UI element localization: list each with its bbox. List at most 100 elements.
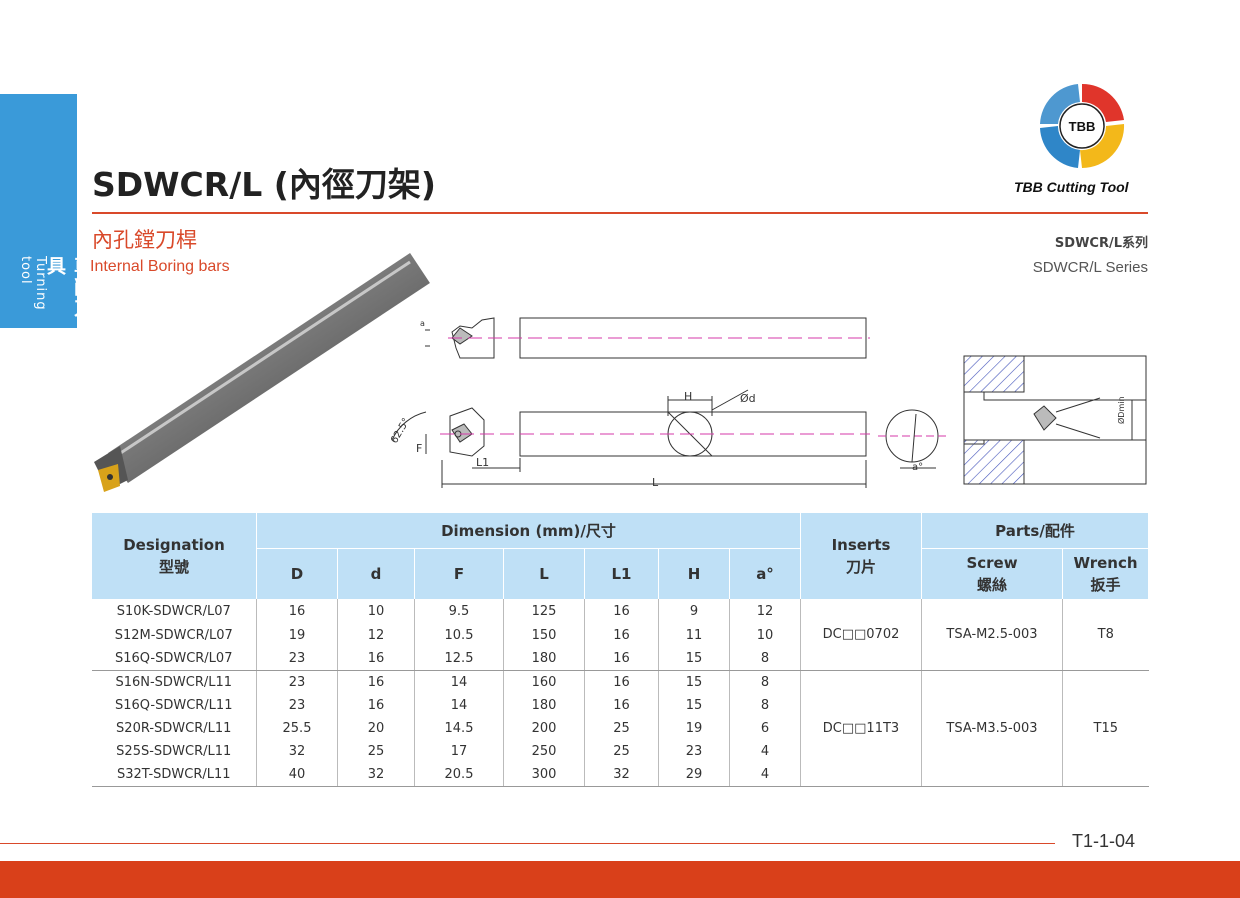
cell-insert: DC□□0702 [800, 599, 922, 671]
cell-L: 180 [503, 694, 585, 717]
logo-mark: TBB [1069, 119, 1096, 134]
cell-a: 4 [729, 763, 801, 787]
cell-d: 16 [337, 694, 415, 717]
col-wrench-label-zh: 扳手 [1090, 576, 1121, 594]
cell-L1: 32 [584, 763, 659, 787]
col-screw-label: Screw [966, 554, 1018, 572]
cell-designation: S16Q-SDWCR/L11 [115, 698, 233, 713]
table-row: S16Q-SDWCR/L07 23 16 12.5 180 16 15 8 [91, 647, 1149, 671]
tool-drawings: a H Ød F L1 L 62.5° a° [94, 252, 1147, 492]
series-label-en: SDWCR/L Series [1032, 259, 1148, 276]
col-wrench-label: Wrench [1073, 554, 1138, 572]
spec-table: Designation 型號 Dimension (mm)/尺寸 Inserts… [91, 513, 1149, 787]
footer-bar [0, 861, 1240, 898]
col-screw-label-zh: 螺絲 [976, 576, 1007, 594]
tbb-logo-icon: TBB [1040, 83, 1125, 169]
cell-F: 12.5 [414, 647, 504, 671]
cell-designation: S12M-SDWCR/L07 [114, 628, 233, 643]
cell-L: 300 [503, 763, 585, 787]
cell-designation: S10K-SDWCR/L07 [116, 604, 231, 619]
cell-L: 150 [503, 624, 585, 647]
cell-F: 14 [414, 670, 504, 694]
cell-insert: DC□□11T3 [800, 670, 922, 787]
cell-L: 160 [503, 670, 585, 694]
cell-designation: S32T-SDWCR/L11 [91, 763, 257, 787]
col-H: H [658, 548, 730, 599]
cell-L1: 16 [584, 624, 659, 647]
cell-H: 19 [658, 717, 730, 740]
side-tab-label-zh: 車削刀具 [44, 256, 93, 319]
table-row: S12M-SDWCR/L07 19 12 10.5 150 16 11 10 [92, 624, 1149, 647]
end-view-drawing: a° [878, 409, 946, 473]
cell-L: 250 [503, 740, 585, 763]
cell-wrench: T15 [1062, 670, 1149, 787]
top-view-drawing: a [420, 317, 870, 359]
cell-d: 25 [337, 740, 415, 763]
cell-screw: TSA-M2.5-003 [921, 599, 1063, 671]
col-designation: Designation 型號 [91, 513, 257, 599]
cell-D: 23 [256, 647, 338, 671]
cell-H: 11 [658, 624, 730, 647]
cell-L1: 16 [584, 599, 659, 624]
cell-L: 125 [503, 599, 585, 624]
table-row: S32T-SDWCR/L11 40 32 20.5 300 32 29 4 [91, 763, 1149, 787]
col-L: L [503, 548, 585, 599]
cell-designation: S25S-SDWCR/L11 [116, 744, 232, 759]
col-inserts-label-zh: 刀片 [845, 558, 876, 576]
cell-H: 23 [658, 740, 730, 763]
col-wrench: Wrench 扳手 [1062, 548, 1149, 599]
label-d: Ød [740, 392, 756, 405]
cell-L1: 25 [584, 717, 659, 740]
cell-D: 16 [256, 599, 338, 624]
cell-H: 15 [658, 670, 730, 694]
cell-D: 40 [256, 763, 338, 787]
label-a: a° [912, 462, 923, 473]
logo-caption: TBB Cutting Tool [1014, 179, 1129, 195]
table-row: S10K-SDWCR/L07 16 10 9.5 125 16 9 12 DC□… [92, 599, 1149, 671]
cell-a: 10 [729, 624, 801, 647]
cell-F: 10.5 [414, 624, 504, 647]
cell-designation: S20R-SDWCR/L11 [116, 721, 232, 736]
cell-a: 8 [729, 670, 801, 694]
col-d: d [337, 548, 415, 599]
label-a-small: a [420, 319, 425, 328]
cell-a: 6 [729, 717, 801, 740]
label-H: H [684, 390, 692, 403]
cell-H: 29 [658, 763, 730, 787]
cell-a: 4 [729, 740, 801, 763]
table-row: S25S-SDWCR/L11 32 25 17 250 25 23 4 [92, 740, 1149, 763]
cell-L: 180 [503, 647, 585, 671]
table-row: S20R-SDWCR/L11 25.5 20 14.5 200 25 19 6 [92, 717, 1149, 740]
cell-d: 16 [337, 647, 415, 671]
col-inserts-label: Inserts [831, 536, 891, 554]
cell-d: 10 [337, 599, 415, 624]
page-title: SDWCR/L (內徑刀架) [92, 165, 436, 204]
col-designation-label-zh: 型號 [158, 558, 189, 576]
cell-F: 9.5 [414, 599, 504, 624]
col-screw: Screw 螺絲 [921, 548, 1063, 599]
cell-D: 23 [256, 694, 338, 717]
cell-D: 19 [256, 624, 338, 647]
col-dimension: Dimension (mm)/尺寸 [256, 513, 801, 549]
cell-designation: S16N-SDWCR/L11 [115, 675, 233, 690]
col-parts: Parts/配件 [921, 513, 1149, 549]
label-dmin: ØDmin [1116, 396, 1126, 424]
col-D: D [256, 548, 338, 599]
subtitle-en: Internal Boring bars [90, 258, 230, 275]
cell-F: 17 [414, 740, 504, 763]
cell-L: 200 [503, 717, 585, 740]
cell-H: 15 [658, 647, 730, 671]
subtitle-zh: 內孔鏜刀桿 [92, 228, 197, 252]
label-F: F [416, 442, 422, 455]
cell-F: 14.5 [414, 717, 504, 740]
col-a: a° [729, 548, 801, 599]
header-divider [92, 212, 1148, 214]
cell-L1: 16 [584, 670, 659, 694]
label-L1: L1 [476, 456, 489, 469]
label-L: L [652, 476, 659, 489]
cell-L1: 16 [584, 647, 659, 671]
label-angle: 62.5° [389, 416, 412, 445]
cell-a: 12 [729, 599, 801, 624]
cell-d: 32 [337, 763, 415, 787]
boring-bar-image [94, 252, 430, 492]
